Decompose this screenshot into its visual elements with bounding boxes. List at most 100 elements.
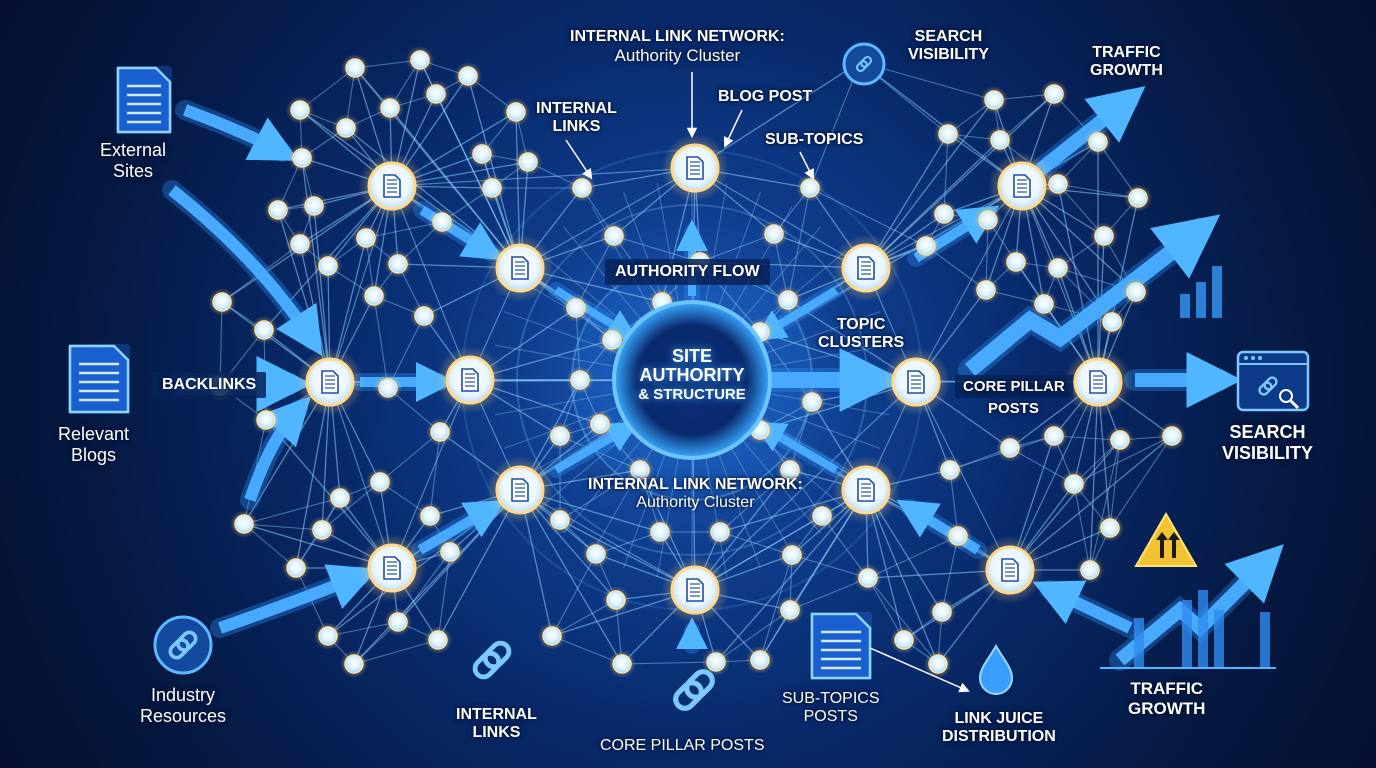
water-drop-icon bbox=[978, 643, 1014, 695]
network-node bbox=[1100, 518, 1120, 538]
search-visibility-link-icon-part bbox=[860, 55, 873, 68]
document-icon bbox=[857, 478, 875, 502]
label-traffic-growth-top: TRAFFIC GROWTH bbox=[1090, 44, 1163, 81]
label-line: TRAFFIC bbox=[1092, 44, 1161, 61]
document-icon bbox=[1089, 370, 1107, 394]
label-backlinks: BACKLINKS bbox=[152, 372, 267, 398]
external-sites-document-icon bbox=[116, 66, 172, 134]
label-search-visibility-right: SEARCH VISIBILITY bbox=[1222, 422, 1313, 463]
network-edge bbox=[1109, 439, 1121, 529]
network-node bbox=[750, 650, 770, 670]
document-icon bbox=[857, 256, 875, 280]
magnifier-handle bbox=[1288, 398, 1300, 410]
network-node bbox=[388, 612, 408, 632]
center-ray bbox=[591, 206, 653, 311]
network-node bbox=[1080, 560, 1100, 580]
network-edge bbox=[1021, 185, 1099, 383]
network-edge bbox=[437, 551, 451, 641]
network-node bbox=[602, 330, 622, 350]
network-edge bbox=[1109, 435, 1173, 529]
label-line: TOPIC bbox=[836, 316, 886, 333]
arrow-hub-lower bbox=[417, 499, 506, 555]
label-external-sites: External Sites bbox=[100, 140, 166, 181]
network-node bbox=[948, 526, 968, 546]
network-node bbox=[542, 626, 562, 646]
network-edge bbox=[1009, 435, 1173, 571]
center-title-line1: SITE bbox=[671, 346, 712, 366]
pointer-internal-links bbox=[565, 139, 593, 180]
network-node bbox=[1006, 252, 1026, 272]
network-node bbox=[566, 298, 586, 318]
network-node bbox=[916, 236, 936, 256]
network-node bbox=[706, 652, 726, 672]
center-ray bbox=[563, 440, 641, 534]
center-ray bbox=[718, 455, 761, 569]
label-line: CLUSTERS bbox=[818, 334, 905, 352]
network-node bbox=[1064, 474, 1084, 494]
network-node bbox=[710, 522, 730, 542]
arrow-growth-top bbox=[1035, 86, 1146, 176]
network-edge bbox=[759, 554, 793, 661]
label-line: Industry bbox=[151, 685, 216, 705]
network-node bbox=[1102, 312, 1122, 332]
warning-arrow-up bbox=[1156, 532, 1168, 558]
network-node bbox=[428, 630, 448, 650]
network-node bbox=[330, 488, 350, 508]
network-node bbox=[292, 148, 312, 168]
label-line: VISIBILITY bbox=[908, 46, 989, 64]
network-edge bbox=[373, 295, 389, 389]
browser-link-icon-part bbox=[1263, 376, 1278, 391]
network-node bbox=[550, 510, 570, 530]
network-edge bbox=[329, 185, 393, 383]
network-node bbox=[318, 256, 338, 276]
network-edge bbox=[759, 331, 813, 403]
network-node bbox=[414, 306, 434, 326]
network-node bbox=[630, 460, 650, 480]
network-node bbox=[336, 118, 356, 138]
document-icon bbox=[686, 578, 704, 602]
browser-dot bbox=[1251, 356, 1255, 360]
network-node bbox=[812, 506, 832, 526]
network-node bbox=[304, 196, 324, 216]
document-icon bbox=[686, 156, 704, 180]
network-node bbox=[344, 654, 364, 674]
network-node bbox=[932, 602, 952, 622]
industry-resources-link-icon bbox=[168, 638, 190, 660]
network-node bbox=[290, 234, 310, 254]
industry-resources-link-icon-part bbox=[176, 630, 198, 652]
arrow-to-center-lr bbox=[752, 421, 839, 474]
network-node bbox=[604, 226, 624, 246]
network-node bbox=[290, 100, 310, 120]
network-node bbox=[1000, 438, 1020, 458]
network-node bbox=[586, 544, 606, 564]
label-line: GROWTH bbox=[1090, 62, 1163, 80]
label-core-pillar-right: CORE PILLAR bbox=[955, 375, 1073, 399]
network-edge bbox=[865, 99, 995, 269]
label-sub-topics-posts: SUB-TOPICS POSTS bbox=[782, 690, 880, 727]
hub-nodes bbox=[296, 134, 1132, 624]
label-relevant-blogs: Relevant Blogs bbox=[58, 424, 129, 465]
arrow-to-center-ur bbox=[753, 286, 839, 341]
network-node bbox=[356, 228, 376, 248]
center-ray bbox=[743, 226, 821, 320]
label-core-pillar-right-posts: POSTS bbox=[988, 400, 1039, 417]
network-node bbox=[420, 506, 440, 526]
label-line: GROWTH bbox=[1128, 698, 1206, 718]
network-node bbox=[286, 558, 306, 578]
network-node bbox=[378, 378, 398, 398]
label-search-visibility-top: SEARCH VISIBILITY bbox=[908, 28, 989, 65]
network-node bbox=[254, 320, 274, 340]
network-node bbox=[894, 630, 914, 650]
label-line: DISTRIBUTION bbox=[942, 728, 1056, 746]
document-icon bbox=[511, 256, 529, 280]
network-edge bbox=[1009, 381, 1099, 571]
network-edge bbox=[915, 185, 1023, 383]
network-edge bbox=[559, 469, 641, 521]
document-icon bbox=[1013, 174, 1031, 198]
label-authority-flow: AUTHORITY FLOW bbox=[605, 259, 770, 285]
center-ray bbox=[494, 393, 614, 416]
network-node bbox=[550, 426, 570, 446]
network-node bbox=[318, 626, 338, 646]
internal-links-link-icon bbox=[472, 650, 502, 680]
network-edge bbox=[915, 381, 1011, 571]
